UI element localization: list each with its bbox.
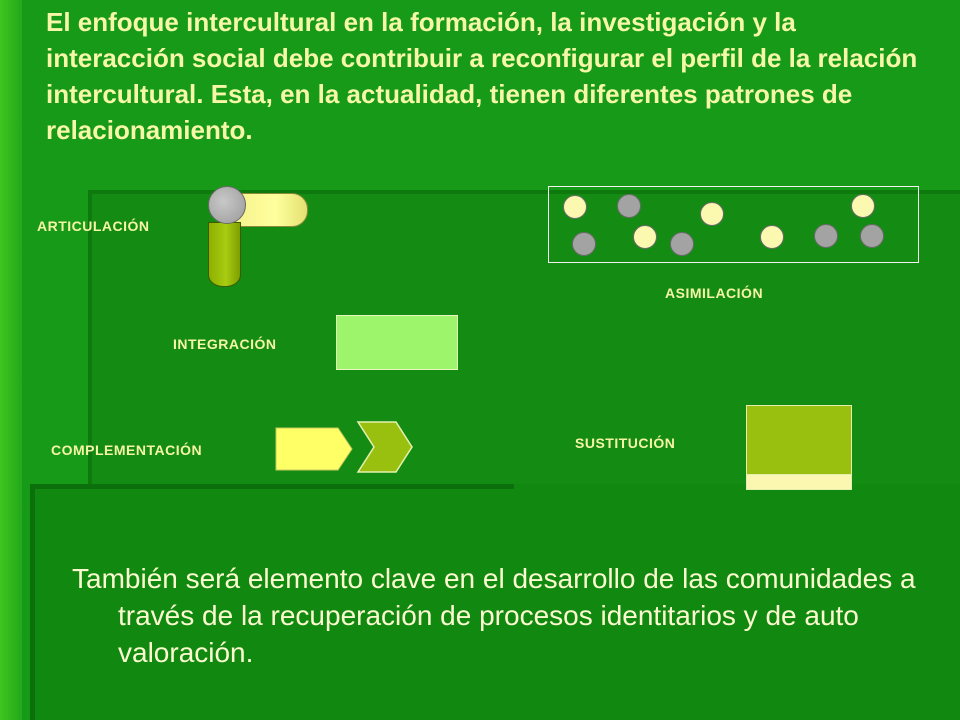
asimilacion-dot-gray — [814, 224, 838, 248]
asimilacion-dot-yellow — [760, 225, 784, 249]
background-divider-left — [88, 190, 92, 486]
label-integracion: INTEGRACIÓN — [173, 336, 277, 352]
sustitucion-top-block — [746, 405, 852, 475]
label-sustitucion: SUSTITUCIÓN — [575, 435, 676, 451]
background-divider-lower — [30, 484, 514, 489]
label-asimilacion: ASIMILACIÓN — [665, 285, 764, 301]
complementacion-shapes — [275, 421, 413, 473]
asimilacion-dot-yellow — [563, 195, 587, 219]
articulacion-vertical-cylinder — [208, 222, 241, 287]
background-left-strip — [0, 0, 22, 720]
complementacion-pentagon-arrow — [275, 427, 353, 471]
asimilacion-box — [548, 186, 919, 263]
label-articulacion: ARTICULACIÓN — [37, 218, 150, 234]
label-complementacion: COMPLEMENTACIÓN — [51, 442, 203, 458]
asimilacion-dot-gray — [617, 194, 641, 218]
sustitucion-bottom-strip — [746, 474, 852, 490]
slide-title: El enfoque intercultural en la formación… — [46, 7, 918, 145]
body-text: También será elemento clave en el desarr… — [72, 563, 916, 668]
asimilacion-dot-yellow — [700, 202, 724, 226]
integracion-rectangle — [336, 315, 458, 370]
asimilacion-dot-gray — [670, 232, 694, 256]
articulacion-circle — [208, 186, 246, 224]
asimilacion-dot-yellow — [851, 194, 875, 218]
asimilacion-dot-gray — [860, 224, 884, 248]
asimilacion-dot-yellow — [633, 225, 657, 249]
asimilacion-dot-gray — [572, 232, 596, 256]
complementacion-chevron — [356, 421, 413, 473]
background-divider-top — [88, 190, 960, 194]
background-divider-lower-left — [30, 484, 35, 720]
background-panel-lower — [30, 484, 960, 720]
